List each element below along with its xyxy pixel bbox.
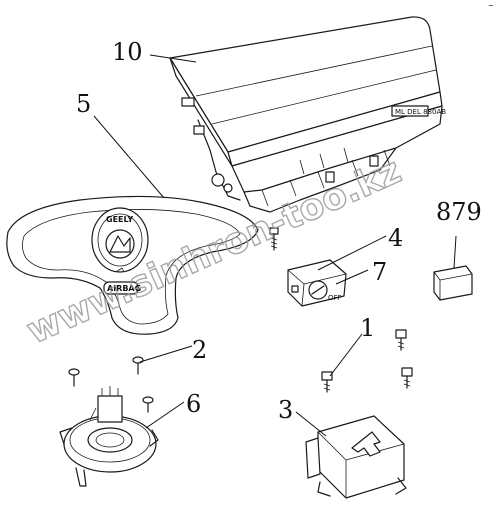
- screws-part-2: [68, 356, 154, 413]
- callout-3: 3: [278, 396, 293, 424]
- callout-4: 4: [388, 224, 403, 252]
- clock-spring: [59, 386, 159, 487]
- control-block-879: [433, 265, 473, 301]
- callout-879: 879: [436, 198, 482, 226]
- callout-10: 10: [112, 38, 143, 66]
- callout-labels: 10 5 4 879 7 2 1 6 3: [76, 38, 482, 424]
- screw-part-4: [269, 227, 279, 251]
- corner-mark: ~: [488, 2, 494, 10]
- airbag-control-unit: [305, 415, 407, 499]
- airbag-badge-text: AIRBAG: [107, 284, 141, 293]
- steering-wheel-airbag: GEELY AIRBAG: [6, 195, 259, 335]
- bolts-part-1: [321, 329, 413, 393]
- callout-1: 1: [360, 314, 375, 342]
- wheel-logo-text: GEELY: [106, 215, 133, 224]
- leader-lines: [93, 54, 457, 437]
- passenger-airbag-module: ML DEL 880AB: [169, 16, 446, 213]
- callout-2: 2: [192, 336, 207, 364]
- airbag-switch: OFF: [287, 259, 347, 307]
- module-stamp: ML DEL 880AB: [395, 108, 446, 116]
- callout-6: 6: [186, 390, 201, 418]
- switch-off-mark: OFF: [328, 294, 342, 302]
- callout-5: 5: [76, 90, 91, 118]
- callout-7: 7: [372, 258, 387, 286]
